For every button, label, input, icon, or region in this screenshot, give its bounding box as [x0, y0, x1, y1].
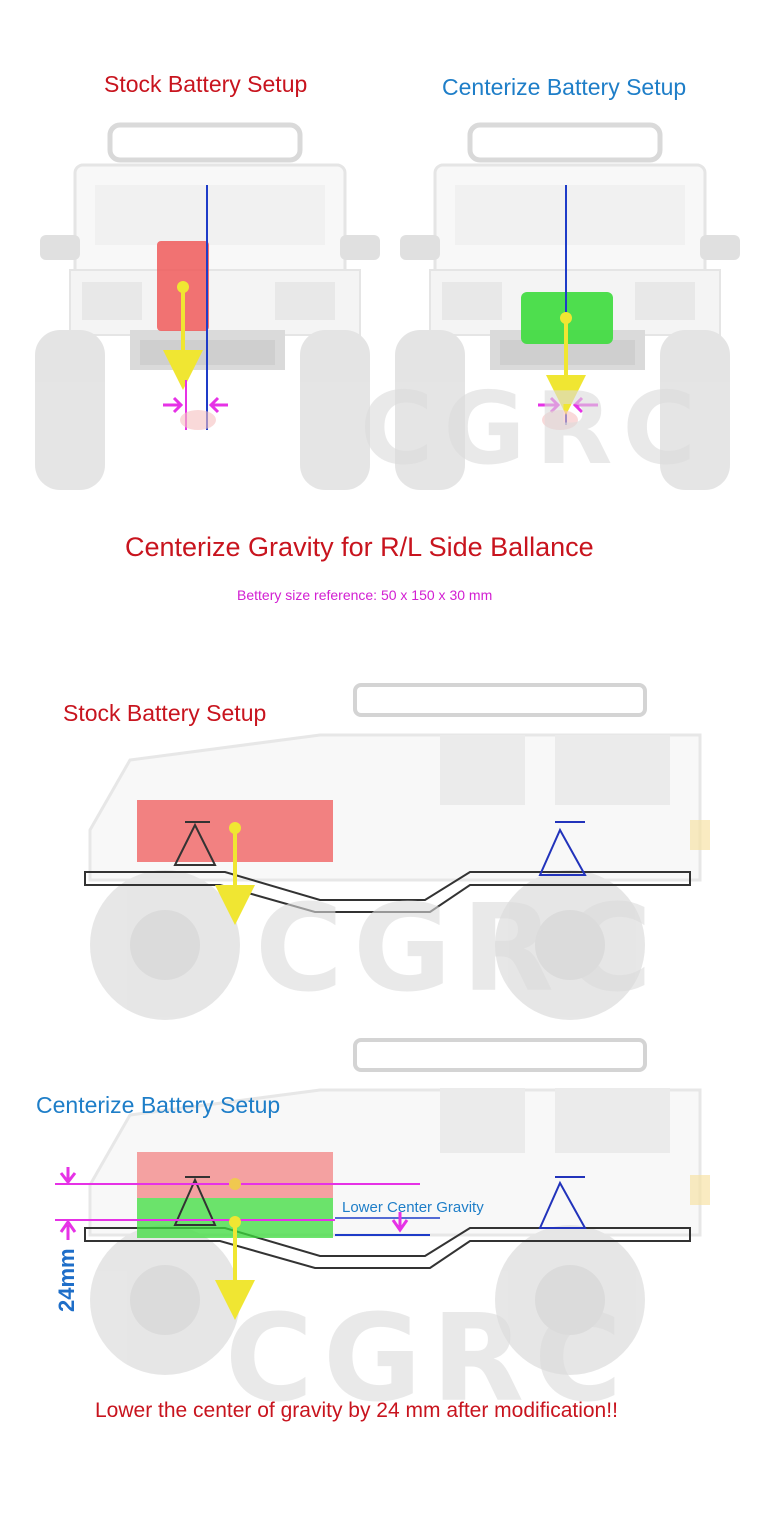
magenta-arrow-right-a [538, 396, 561, 414]
magenta-arrow-left-b [208, 396, 228, 414]
magenta-arrow-left-a [163, 396, 184, 414]
heading: Centerize Gravity for R/L Side Ballance [125, 532, 594, 562]
top-right-title: Centerize Battery Setup [442, 74, 687, 100]
dimension-label: 24mm [54, 1248, 79, 1312]
watermark-bottom: CGRC [225, 1290, 633, 1429]
shock-mount-right-center [538, 1176, 587, 1229]
shock-mount-left-stock [173, 821, 217, 866]
lower-cg-label: Lower Center Gravity [342, 1199, 484, 1216]
watermark-middle: CGRC [255, 880, 663, 1019]
lower-cg-arrow [391, 1212, 409, 1233]
dim-arrow-bottom [59, 1219, 77, 1240]
battery-size-note: Bettery size reference: 50 x 150 x 30 mm [237, 587, 493, 603]
frame-rail-center [84, 1227, 691, 1269]
stock-battery-ghost [137, 1152, 333, 1198]
watermark-top: CGRC [360, 370, 706, 487]
front-view-stock [35, 122, 380, 490]
shock-mount-right-stock [538, 821, 587, 876]
dim-arrow-top [59, 1167, 77, 1185]
side-stock-title: Stock Battery Setup [63, 700, 267, 726]
footer-note: Lower the center of gravity by 24 mm aft… [95, 1399, 618, 1422]
top-left-title: Stock Battery Setup [104, 71, 308, 97]
magenta-arrow-right-b [572, 396, 598, 414]
front-view-center [395, 122, 740, 490]
side-center-title: Centerize Battery Setup [36, 1092, 281, 1118]
shock-mount-left-center [173, 1176, 217, 1226]
